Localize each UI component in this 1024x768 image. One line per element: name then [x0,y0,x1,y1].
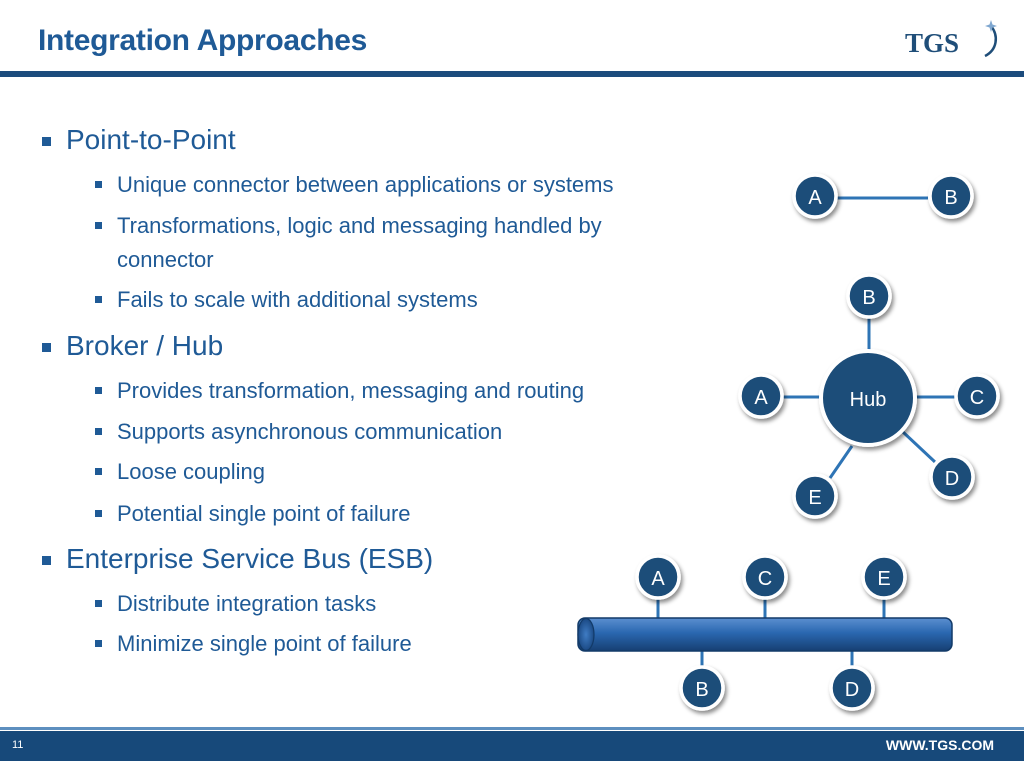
logo-text: TGS [905,28,960,58]
esb-node-a: A [635,554,681,600]
hub-center-node: Hub [819,349,917,447]
bullet-async: Supports asynchronous communication [117,419,503,444]
hub-connector-e [828,445,854,479]
esb-node-e-label: E [877,568,890,590]
bullet-marker [95,387,102,394]
heading-esb: Enterprise Service Bus (ESB) [66,543,434,574]
hub-connector-d [901,430,937,464]
slide-title: Integration Approaches [38,24,367,57]
hub-node-c: C [954,373,1000,419]
p2p-node-b-label: B [944,187,957,209]
bullet-marker [42,343,51,352]
p2p-diagram: A B [792,173,974,219]
bullet-list: Point-to-Point Unique connector between … [42,124,614,656]
page-number: 11 [12,739,24,751]
logo-swoosh-icon [984,20,998,58]
bullet-loose-coupling: Loose coupling [117,459,266,484]
title-divider [0,71,1024,77]
bullet-marker [95,428,102,435]
hub-node-b: B [846,273,892,319]
hub-node-a: A [738,373,784,419]
p2p-node-a-label: A [808,187,822,209]
hub-node-b-label: B [862,287,875,309]
hub-diagram: Hub B A C D E [738,273,1000,519]
esb-node-a-label: A [651,568,665,590]
p2p-node-a: A [792,173,838,219]
footer-accent-line [0,727,1024,730]
bullet-marker [95,222,102,229]
esb-diagram: A C E B D [577,554,953,711]
bullet-provides-transformation: Provides transformation, messaging and r… [117,378,585,403]
esb-node-b-label: B [695,679,708,701]
bullet-transformations-cont: connector [117,247,214,272]
hub-node-e: E [792,473,838,519]
esb-node-d-label: D [845,679,859,701]
bullet-marker [42,137,51,146]
bullet-marker [95,181,102,188]
bullet-marker [95,296,102,303]
heading-broker-hub: Broker / Hub [66,330,224,361]
hub-node-a-label: A [754,387,768,409]
bullet-single-point: Potential single point of failure [117,501,411,526]
hub-center-label: Hub [850,389,887,411]
hub-node-d-label: D [945,468,959,490]
footer-bar: 11 WWW.TGS.COM [0,731,1024,761]
bullet-marker [95,600,102,607]
p2p-node-b: B [928,173,974,219]
esb-node-d: D [829,665,875,711]
tgs-logo: TGS [905,18,1005,66]
bullet-fails-to-scale: Fails to scale with additional systems [117,287,478,312]
esb-node-b: B [679,665,725,711]
bullet-marker [95,510,102,517]
esb-node-c-label: C [758,568,772,590]
esb-bus [577,617,953,652]
bullet-marker [95,468,102,475]
bullet-distribute: Distribute integration tasks [117,591,377,616]
hub-node-e-label: E [808,487,821,509]
bullet-marker [95,640,102,647]
hub-node-d: D [929,454,975,500]
website-link[interactable]: WWW.TGS.COM [885,737,994,753]
esb-node-e: E [861,554,907,600]
heading-point-to-point: Point-to-Point [66,124,236,155]
bullet-unique-connector: Unique connector between applications or… [117,172,614,197]
hub-node-c-label: C [970,387,984,409]
bullet-transformations: Transformations, logic and messaging han… [117,213,602,238]
bullet-minimize: Minimize single point of failure [117,631,412,656]
bullet-marker [42,556,51,565]
esb-node-c: C [742,554,788,600]
